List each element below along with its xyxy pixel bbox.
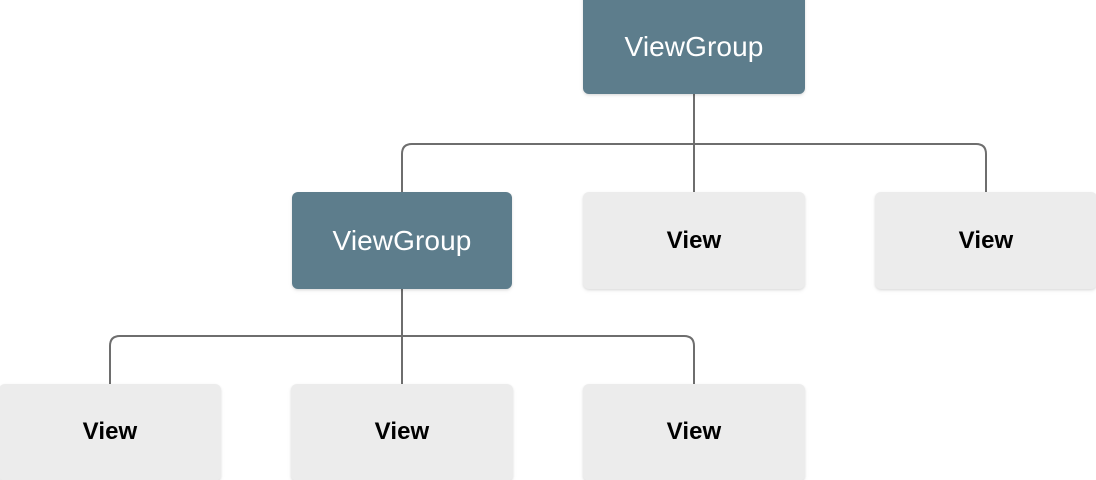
edge-l1-to-l2-view-1 — [109, 335, 402, 384]
node-label: View — [666, 226, 722, 254]
node-label: ViewGroup — [624, 31, 764, 62]
node-label: ViewGroup — [332, 224, 472, 256]
edge-root-to-l1-view-2 — [694, 143, 987, 192]
node-label: View — [666, 417, 722, 445]
node-level2-view-1[interactable]: View — [0, 384, 221, 480]
node-label: View — [958, 226, 1014, 254]
node-level1-view-1[interactable]: View — [583, 192, 805, 289]
node-label: View — [82, 417, 138, 445]
node-level2-view-3[interactable]: View — [583, 384, 805, 480]
node-level1-viewgroup[interactable]: ViewGroup — [292, 192, 512, 289]
node-level2-view-2[interactable]: View — [291, 384, 513, 480]
node-root-viewgroup[interactable]: ViewGroup — [583, 0, 805, 94]
edge-l1-to-l2-view-3 — [402, 335, 695, 384]
node-label: View — [374, 417, 430, 445]
edge-root-to-l1-viewgroup — [401, 143, 694, 192]
node-level1-view-2[interactable]: View — [875, 192, 1096, 289]
